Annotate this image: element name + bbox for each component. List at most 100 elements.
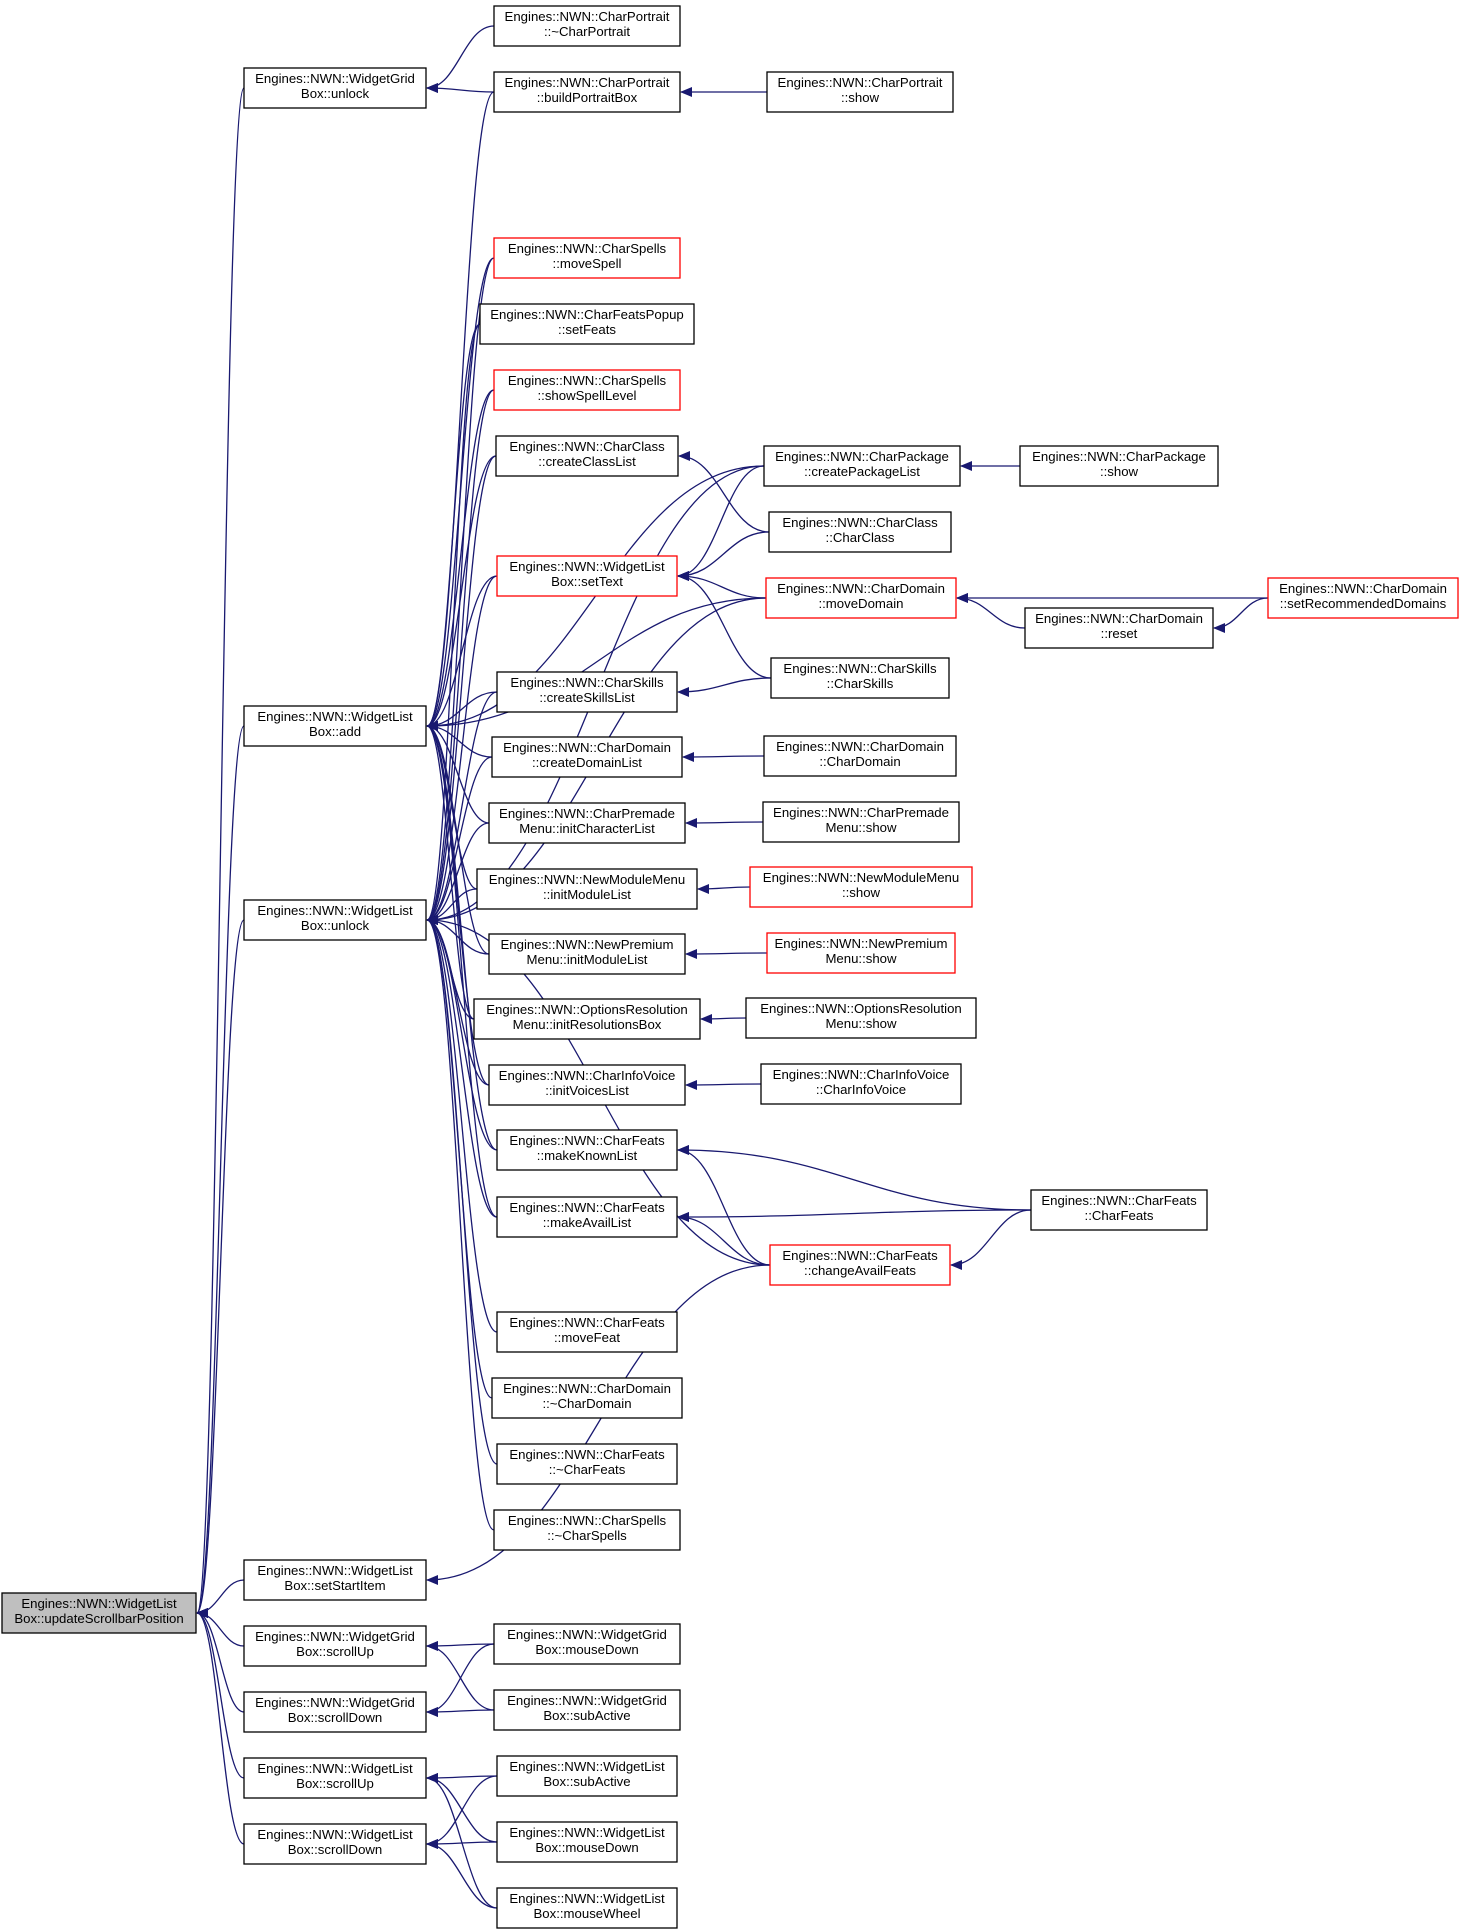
- node-box[interactable]: [488, 1064, 686, 1106]
- node-cd-moveDomain[interactable]: Engines::NWN::CharDomain::moveDomain: [765, 577, 957, 619]
- node-cc-create[interactable]: Engines::NWN::CharClass::createClassList: [495, 435, 679, 477]
- node-box[interactable]: [243, 1823, 427, 1865]
- node-box[interactable]: [476, 868, 698, 910]
- node-box[interactable]: [496, 1887, 678, 1929]
- node-cd-setRec[interactable]: Engines::NWN::CharDomain::setRecommended…: [1267, 577, 1459, 619]
- node-cp-show[interactable]: Engines::NWN::CharPortrait::show: [766, 71, 954, 113]
- node-box[interactable]: [488, 933, 686, 975]
- node-cd-dtor[interactable]: Engines::NWN::CharDomain::~CharDomain: [491, 1377, 683, 1419]
- node-cd-ctor[interactable]: Engines::NWN::CharDomain::CharDomain: [763, 735, 957, 777]
- node-box[interactable]: [493, 1623, 681, 1665]
- node-csk-ctor[interactable]: Engines::NWN::CharSkills::CharSkills: [770, 657, 950, 699]
- node-box[interactable]: [243, 1691, 427, 1733]
- node-box[interactable]: [496, 1755, 678, 1797]
- node-cd-reset[interactable]: Engines::NWN::CharDomain::reset: [1024, 607, 1214, 649]
- node-box[interactable]: [491, 736, 683, 778]
- node-cf-avail[interactable]: Engines::NWN::CharFeats::makeAvailList: [496, 1196, 678, 1238]
- node-box[interactable]: [243, 1559, 427, 1601]
- node-box[interactable]: [770, 657, 950, 699]
- node-orm-show[interactable]: Engines::NWN::OptionsResolutionMenu::sho…: [745, 997, 977, 1039]
- node-box[interactable]: [493, 369, 681, 411]
- node-civ-ctor[interactable]: Engines::NWN::CharInfoVoice::CharInfoVoi…: [760, 1063, 962, 1105]
- node-box[interactable]: [243, 705, 427, 747]
- node-box[interactable]: [243, 67, 427, 109]
- node-box[interactable]: [493, 1509, 681, 1551]
- node-box[interactable]: [1030, 1189, 1208, 1231]
- node-nmm-init[interactable]: Engines::NWN::NewModuleMenu::initModuleL…: [476, 868, 698, 910]
- node-cf-known[interactable]: Engines::NWN::CharFeats::makeKnownList: [496, 1129, 678, 1171]
- node-cp-dtor[interactable]: Engines::NWN::CharPortrait::~CharPortrai…: [493, 5, 681, 47]
- node-cf-ctor[interactable]: Engines::NWN::CharFeats::CharFeats: [1030, 1189, 1208, 1231]
- node-box[interactable]: [496, 1443, 678, 1485]
- node-box[interactable]: [769, 1244, 951, 1286]
- node-box[interactable]: [763, 735, 957, 777]
- node-box[interactable]: [765, 577, 957, 619]
- node-cp-build[interactable]: Engines::NWN::CharPortrait::buildPortrai…: [493, 71, 681, 113]
- node-box[interactable]: [766, 71, 954, 113]
- node-box[interactable]: [496, 671, 678, 713]
- node-box[interactable]: [493, 5, 681, 47]
- node-orm-init[interactable]: Engines::NWN::OptionsResolutionMenu::ini…: [473, 998, 701, 1040]
- node-npm-init[interactable]: Engines::NWN::NewPremiumMenu::initModule…: [488, 933, 686, 975]
- node-box[interactable]: [493, 71, 681, 113]
- node-cc-ctor[interactable]: Engines::NWN::CharClass::CharClass: [768, 511, 952, 553]
- node-box[interactable]: [1019, 445, 1219, 487]
- node-cf-dtor[interactable]: Engines::NWN::CharFeats::~CharFeats: [496, 1443, 678, 1485]
- node-box[interactable]: [493, 1689, 681, 1731]
- node-box[interactable]: [768, 511, 952, 553]
- node-cd-create[interactable]: Engines::NWN::CharDomain::createDomainLi…: [491, 736, 683, 778]
- node-cf-change[interactable]: Engines::NWN::CharFeats::changeAvailFeat…: [769, 1244, 951, 1286]
- node-box[interactable]: [763, 445, 961, 487]
- node-cs-move[interactable]: Engines::NWN::CharSpells::moveSpell: [493, 237, 681, 279]
- node-box[interactable]: [488, 802, 686, 844]
- node-box[interactable]: [491, 1377, 683, 1419]
- node-box[interactable]: [745, 997, 977, 1039]
- node-box[interactable]: [749, 866, 973, 908]
- node-box[interactable]: [496, 555, 678, 597]
- node-box[interactable]: [760, 1063, 962, 1105]
- node-box[interactable]: [496, 1129, 678, 1171]
- node-csk-create[interactable]: Engines::NWN::CharSkills::createSkillsLi…: [496, 671, 678, 713]
- node-nmm-show[interactable]: Engines::NWN::NewModuleMenu::show: [749, 866, 973, 908]
- node-box[interactable]: [243, 1757, 427, 1799]
- node-cpk-show[interactable]: Engines::NWN::CharPackage::show: [1019, 445, 1219, 487]
- node-box[interactable]: [766, 932, 956, 974]
- node-box[interactable]: [496, 1821, 678, 1863]
- node-box[interactable]: [496, 1196, 678, 1238]
- node-box[interactable]: [479, 303, 695, 345]
- node-cfp-set[interactable]: Engines::NWN::CharFeatsPopup::setFeats: [479, 303, 695, 345]
- node-box[interactable]: [495, 435, 679, 477]
- node-cpm-init[interactable]: Engines::NWN::CharPremadeMenu::initChara…: [488, 802, 686, 844]
- node-cs-dtor[interactable]: Engines::NWN::CharSpells::~CharSpells: [493, 1509, 681, 1551]
- node-box[interactable]: [493, 237, 681, 279]
- node-box[interactable]: [1024, 607, 1214, 649]
- node-box[interactable]: [473, 998, 701, 1040]
- node-box[interactable]: [1267, 577, 1459, 619]
- node-root[interactable]: Engines::NWN::WidgetListBox::updateScrol…: [1, 1592, 197, 1634]
- node-civ-init[interactable]: Engines::NWN::CharInfoVoice::initVoicesL…: [488, 1064, 686, 1106]
- node-box[interactable]: [243, 899, 427, 941]
- node-wl-setStartItem[interactable]: Engines::NWN::WidgetListBox::setStartIte…: [243, 1559, 427, 1601]
- node-box[interactable]: [243, 1625, 427, 1667]
- node-cf-move[interactable]: Engines::NWN::CharFeats::moveFeat: [496, 1311, 678, 1353]
- node-cs-showlvl[interactable]: Engines::NWN::CharSpells::showSpellLevel: [493, 369, 681, 411]
- node-cpk-create[interactable]: Engines::NWN::CharPackage::createPackage…: [763, 445, 961, 487]
- node-box[interactable]: [496, 1311, 678, 1353]
- node-box[interactable]: [1, 1592, 197, 1634]
- node-box[interactable]: [762, 801, 960, 843]
